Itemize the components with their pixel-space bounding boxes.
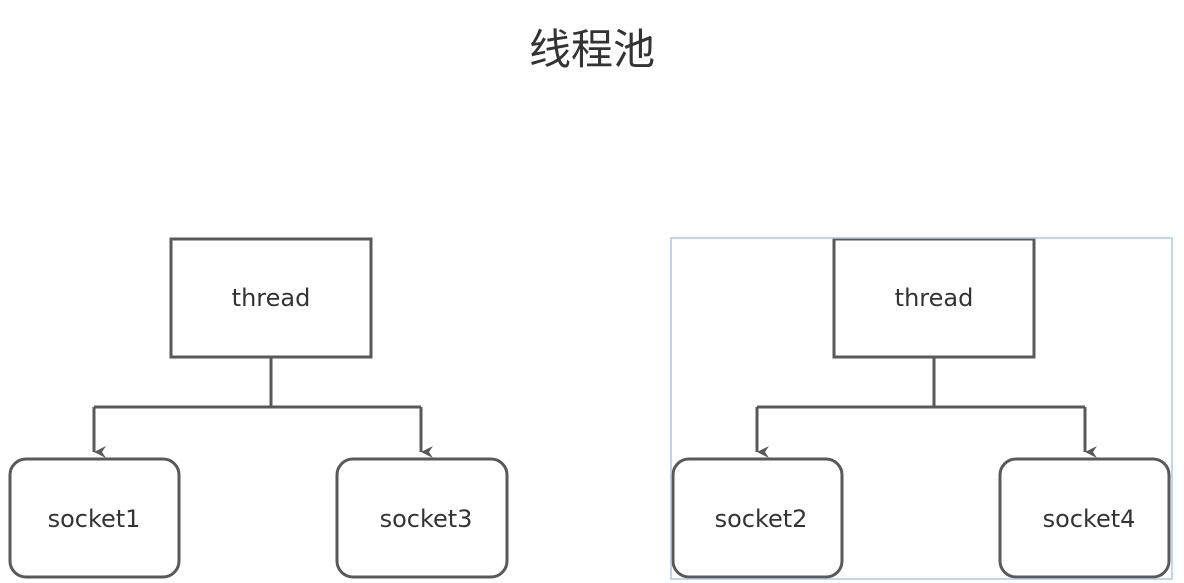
- thread-node-2[interactable]: [832, 237, 1036, 359]
- thread-group-2[interactable]: thread socket2 socket4: [670, 237, 1173, 580]
- connector-2: [757, 357, 1085, 409]
- thread-label-1: thread: [232, 284, 311, 312]
- socket-node-socket3[interactable]: [335, 457, 509, 579]
- selection-box[interactable]: [670, 237, 1173, 580]
- page-title: 线程池: [528, 25, 655, 74]
- thread-label-2: thread: [895, 284, 974, 312]
- socket-node-socket4[interactable]: [998, 457, 1171, 579]
- connector-1: [94, 357, 421, 409]
- socket-node-socket1[interactable]: [8, 457, 181, 579]
- socket-label-socket2: socket2: [715, 505, 808, 533]
- socket-label-socket4: socket4: [1043, 505, 1136, 533]
- thread-group-1[interactable]: thread socket1 socket3: [8, 237, 509, 579]
- socket-label-socket1: socket1: [48, 505, 141, 533]
- thread-node-1[interactable]: [169, 237, 373, 359]
- socket-node-socket2[interactable]: [671, 457, 844, 579]
- socket-label-socket3: socket3: [380, 505, 473, 533]
